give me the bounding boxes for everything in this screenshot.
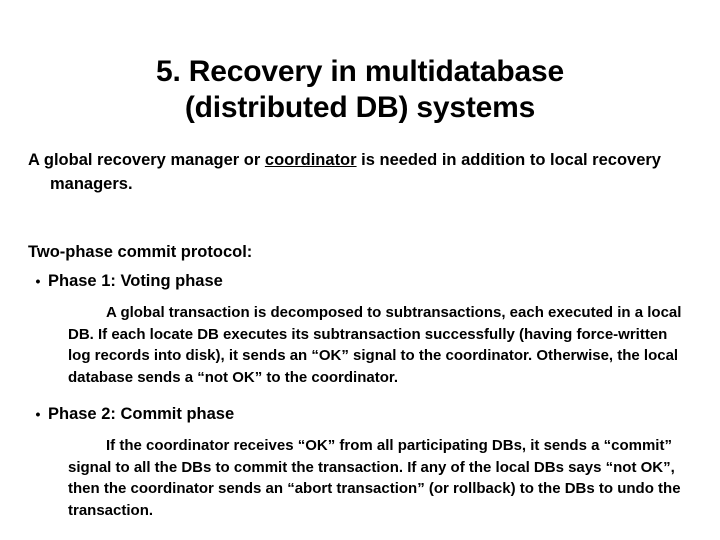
slide-body: A global recovery manager or coordinator…	[28, 148, 688, 521]
slide-title-line-2: (distributed DB) systems	[184, 91, 536, 124]
detail-paragraph-phase-1: A global transaction is decomposed to su…	[68, 304, 682, 386]
section-heading-two-phase-commit: Two-phase commit protocol:	[28, 243, 253, 261]
bullet-label-phase-2: Phase 2: Commit phase	[48, 405, 235, 423]
section-spacer	[28, 196, 688, 240]
coordinator-underlined-term: coordinator	[264, 151, 357, 169]
detail-paragraph-phase-2: If the coordinator receives “OK” from al…	[68, 437, 681, 519]
intro-text-before: A global recovery manager or	[28, 151, 265, 169]
paragraph-spacer-1	[28, 388, 688, 397]
bullet-label-phase-1: Phase 1: Voting phase	[48, 272, 223, 290]
slide-title-line-1: 5. Recovery in multidatabase	[156, 55, 564, 88]
intro-text-after: is needed in addition to local recovery …	[50, 151, 661, 193]
bullet-dot-icon: •	[35, 406, 41, 422]
intro-paragraph: A global recovery manager or coordinator…	[28, 148, 688, 196]
bullet-item-phase-1: • Phase 1: Voting phase	[28, 268, 688, 294]
bullet-item-phase-2: • Phase 2: Commit phase	[28, 401, 688, 427]
slide-title: 5. Recovery in multidatabase (distribute…	[40, 54, 680, 126]
bullet-dot-icon: •	[35, 273, 41, 289]
